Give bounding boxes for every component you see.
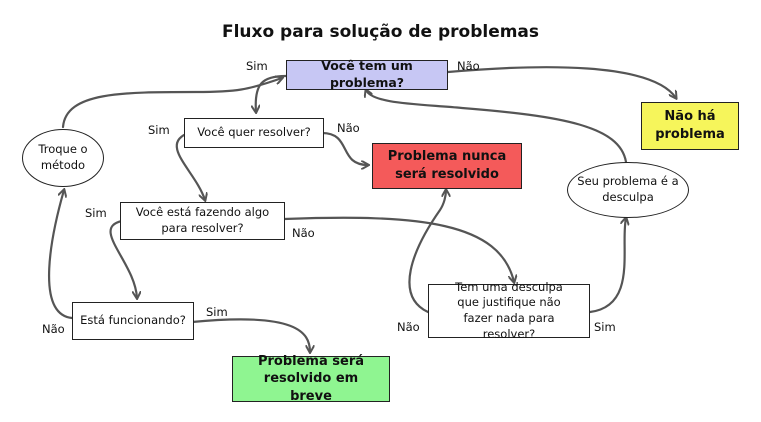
edge-label-nao: Não [292, 226, 315, 240]
arrow-tem-desculpa-to-nunca [408, 190, 446, 314]
arrow-quer-to-fazendo [175, 132, 205, 200]
node-label: Problema será resolvido em breve [257, 353, 365, 404]
node-problema-nunca-resolvido: Problema nunca será resolvido [372, 143, 522, 189]
arrow-fazendo-to-desculpa [282, 216, 514, 282]
node-label: Está funcionando? [80, 313, 186, 328]
node-label: Tem uma desculpa que justifique não faze… [455, 279, 563, 341]
node-label: Não há problema [655, 109, 725, 142]
edge-label-sim: Sim [148, 123, 170, 137]
node-label: Você tem um problema? [321, 58, 413, 90]
node-tem-desculpa: Tem uma desculpa que justifique não faze… [428, 280, 590, 341]
arrow-funcionando-to-em-breve [190, 318, 310, 352]
node-esta-funcionando: Está funcionando? [72, 302, 194, 340]
arrow-desculpa-to-start [366, 90, 628, 164]
node-voce-quer-resolver: Você quer resolver? [184, 118, 324, 148]
arrow-fazendo-to-funcionando [109, 219, 137, 298]
arrow-funcionando-to-troque [47, 190, 74, 320]
edge-label-nao: Não [397, 320, 420, 334]
node-label: Seu problema é a desculpa [577, 174, 679, 204]
node-label: Problema nunca será resolvido [387, 149, 507, 182]
node-label: Você está fazendo algo para resolver? [135, 205, 270, 235]
node-resolvido-em-breve: Problema será resolvido em breve [232, 354, 390, 404]
node-fazendo-algo: Você está fazendo algo para resolver? [120, 202, 285, 240]
arrow-tem-desculpa-to-sua-desculpa [588, 218, 626, 314]
edge-label-nao: Não [457, 59, 480, 73]
node-label: Você quer resolver? [197, 125, 311, 140]
node-voce-tem-problema: Você tem um problema? [286, 58, 448, 90]
edge-label-nao: Não [42, 322, 65, 336]
node-troque-metodo: Troque o método [22, 129, 104, 187]
node-problema-desculpa: Seu problema é a desculpa [567, 162, 689, 218]
edge-label-nao: Não [337, 121, 360, 135]
node-label: Troque o método [38, 142, 88, 172]
edge-label-sim: Sim [594, 320, 616, 334]
arrow-quer-to-nunca [320, 131, 368, 165]
arrow-troque-to-start [61, 78, 282, 129]
arrow-start-to-nao-ha [446, 66, 676, 98]
edge-label-sim: Sim [206, 305, 228, 319]
page-title: Fluxo para solução de problemas [221, 22, 540, 42]
node-nao-ha-problema: Não há problema [641, 102, 739, 150]
edge-label-sim: Sim [85, 206, 107, 220]
edge-label-sim: Sim [246, 59, 268, 73]
